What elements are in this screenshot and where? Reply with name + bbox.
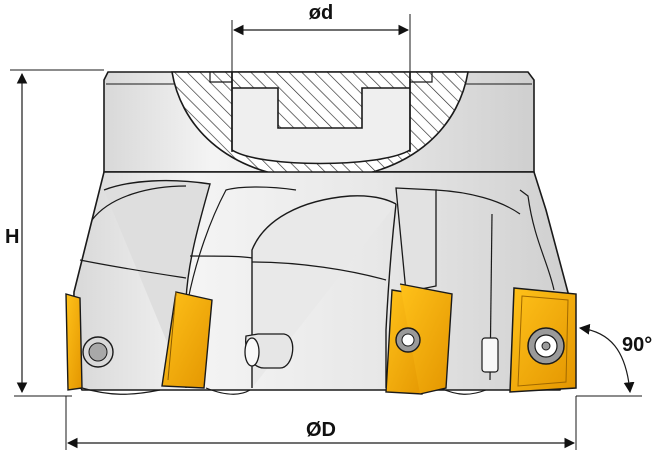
insert-left-edge	[65, 293, 83, 391]
bore-section	[171, 71, 469, 181]
dimension-bore-diameter: ød	[231, 2, 411, 72]
insert-left	[161, 291, 213, 389]
torx-screw-icon	[244, 333, 294, 369]
dimension-lead-angle: 90°	[576, 323, 652, 397]
dimension-height: H	[5, 69, 104, 397]
height-label: H	[5, 226, 19, 248]
torx-screw-icon	[82, 336, 114, 368]
lead-angle-label: 90°	[622, 334, 652, 356]
torx-screw-icon	[527, 327, 565, 365]
cutter-diameter-label: ØD	[306, 419, 336, 441]
bore-diameter-label: ød	[309, 2, 333, 24]
pin-icon	[481, 337, 499, 373]
dimension-cutter-diameter: ØD	[65, 396, 577, 450]
torx-screw-icon	[395, 327, 421, 353]
